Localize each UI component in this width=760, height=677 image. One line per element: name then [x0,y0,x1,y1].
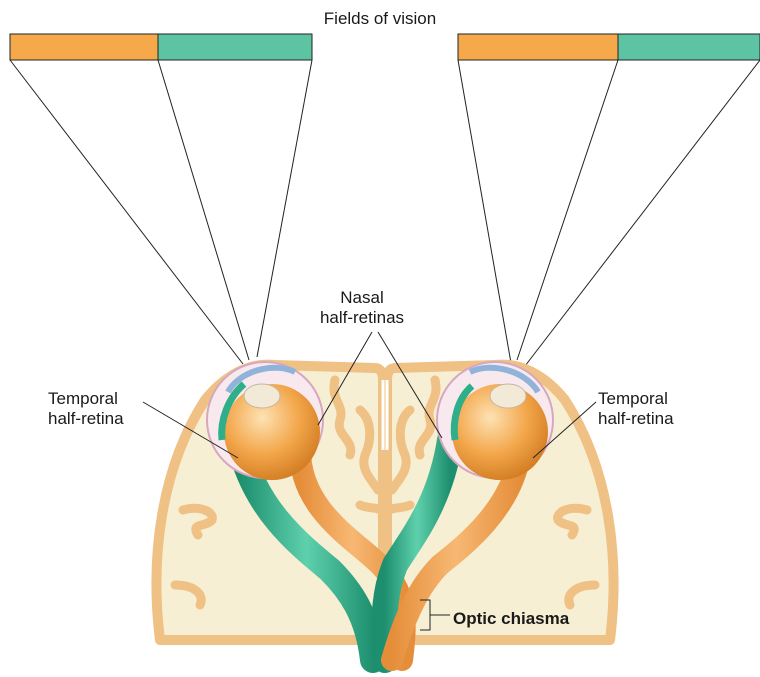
left-eye [207,362,323,480]
right-temporal-label-line2: half-retina [598,409,674,429]
diagram-title: Fields of vision [0,9,760,29]
nasal-half-retinas-label: Nasal half-retinas [302,288,422,328]
right-temporal-field-bar [458,34,618,60]
left-temporal-field-bar [10,34,158,60]
left-temporal-label-line2: half-retina [48,409,124,429]
nasal-label-line1: Nasal [302,288,422,308]
right-visual-field [458,34,760,60]
right-nasal-field-bar [618,34,760,60]
right-temporal-half-retina-label: Temporal half-retina [598,389,674,429]
left-visual-field [10,34,312,60]
left-temporal-label-line1: Temporal [48,389,124,409]
right-temporal-label-line1: Temporal [598,389,674,409]
right-eye [437,362,553,480]
nasal-label-line2: half-retinas [302,308,422,328]
left-temporal-half-retina-label: Temporal half-retina [48,389,124,429]
left-nasal-field-bar [158,34,312,60]
optic-chiasma-label: Optic chiasma [453,609,569,629]
